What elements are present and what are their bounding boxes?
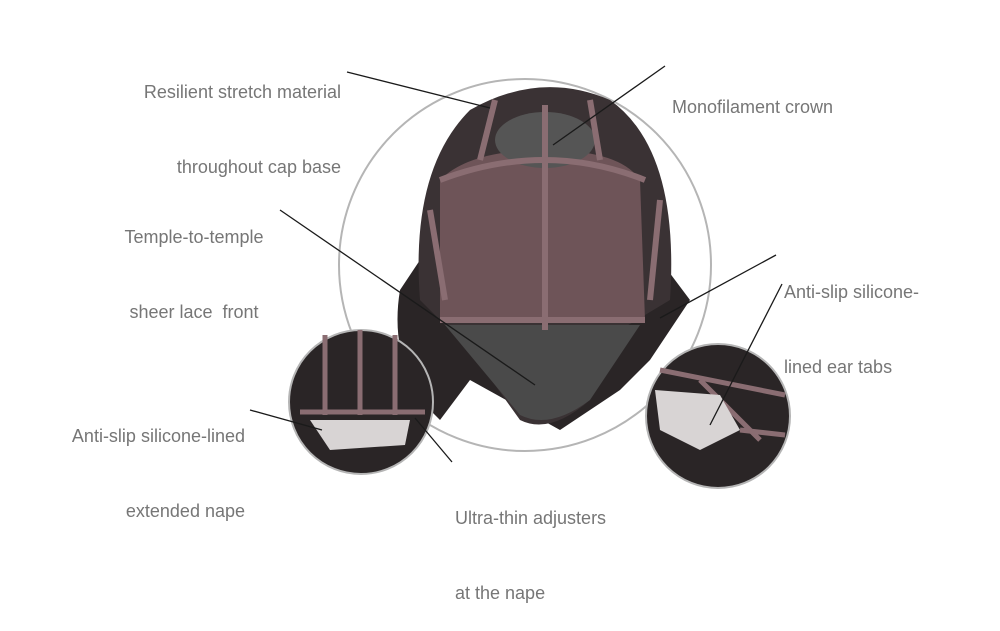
label-line: Anti-slip silicone-lined xyxy=(71,426,245,446)
label-line: extended nape xyxy=(125,501,245,521)
label-line: Resilient stretch material xyxy=(143,82,341,102)
leader-lines xyxy=(249,65,783,463)
label-line: Monofilament crown xyxy=(672,97,834,117)
label-line: sheer lace front xyxy=(129,302,259,322)
label-line: at the nape xyxy=(455,583,546,603)
label-lace-front: Temple-to-temple sheer lace front xyxy=(108,175,280,350)
label-line: lined ear tabs xyxy=(784,357,893,377)
label-line: Temple-to-temple xyxy=(124,227,264,247)
label-adjusters: Ultra-thin adjusters at the nape xyxy=(455,456,606,631)
front-lace xyxy=(445,325,640,420)
label-ear-tabs: Anti-slip silicone- lined ear tabs xyxy=(784,230,919,405)
label-line: Anti-slip silicone- xyxy=(784,282,920,302)
label-extended-nape: Anti-slip silicone-lined extended nape xyxy=(72,374,245,549)
label-line: throughout cap base xyxy=(176,157,341,177)
wig-cap-illustration xyxy=(249,65,791,489)
main-view-circle xyxy=(338,78,712,452)
label-monofilament-crown: Monofilament crown xyxy=(672,45,833,145)
label-stretch-material: Resilient stretch material throughout ca… xyxy=(144,30,341,205)
label-line: Ultra-thin adjusters xyxy=(455,508,607,528)
